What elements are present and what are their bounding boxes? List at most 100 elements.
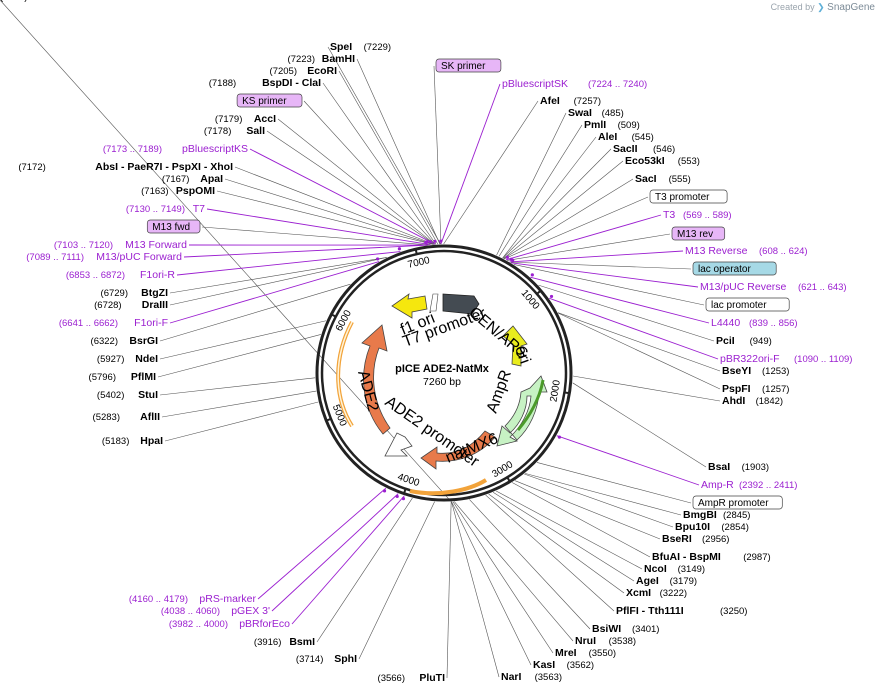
enzyme-site-btgzi[interactable]: BtgZI(6729) <box>101 287 169 299</box>
enzyme-site-stui[interactable]: StuI(5402) <box>97 389 158 401</box>
enzyme-site-ahdi[interactable]: AhdI(1842) <box>722 395 783 407</box>
feature-cen-ars[interactable] <box>442 293 480 315</box>
feature-tag-m13-rev[interactable]: M13 rev <box>671 226 726 241</box>
label-name-draiii: DraIII <box>142 299 168 311</box>
primer-site-marker-amp-r <box>557 435 561 439</box>
enzyme-site-kasi[interactable]: KasI(3562) <box>533 659 594 671</box>
enzyme-site-sfoi[interactable]: SfoI(3564) <box>0 0 27 3</box>
enzyme-site-saci[interactable]: SacI(555) <box>635 173 691 185</box>
leader-pflfi-tth111i <box>485 494 615 612</box>
feature-tag-ks-primer[interactable]: KS primer <box>236 93 303 108</box>
primer-t3[interactable]: T3(569 .. 589) <box>663 209 732 221</box>
enzyme-site-nrui[interactable]: NruI(3538) <box>575 635 636 647</box>
enzyme-site-bfuai-bspmi[interactable]: BfuAI - BspMI(2987) <box>652 551 771 563</box>
tick-label-2000: 2000 <box>548 379 562 403</box>
primer-pbr322ori-f[interactable]: pBR322ori-F(1090 .. 1109) <box>720 353 852 365</box>
enzyme-site-eco53ki[interactable]: Eco53kI(553) <box>625 155 700 167</box>
label-position-bamhi: (7223) <box>288 54 315 65</box>
enzyme-site-bsai[interactable]: BsaI(1903) <box>708 461 769 473</box>
label-name-xcmi: XcmI <box>626 587 651 599</box>
enzyme-site-xcmi[interactable]: XcmI(3222) <box>626 587 687 599</box>
primer-pgex-3[interactable]: pGEX 3'(4038 .. 4060) <box>161 605 270 617</box>
feature-tag-lac-operator[interactable]: lac operator <box>692 261 777 276</box>
enzyme-site-bsiwi[interactable]: BsiWI(3401) <box>592 623 659 635</box>
label-position-bfuai-bspmi: (2987) <box>743 552 770 563</box>
primer-m13-forward[interactable]: M13 Forward(7103 .. 7120) <box>54 239 187 251</box>
enzyme-site-pluti[interactable]: PluTI(3566) <box>378 672 446 684</box>
enzyme-site-sali[interactable]: SalI(7178) <box>204 125 265 137</box>
enzyme-site-pmli[interactable]: PmlI(509) <box>584 119 640 131</box>
enzyme-site-absi-paer7i-pspxi-xhoi[interactable]: AbsI - PaeR7I - PspXI - XhoI(7172) <box>18 161 233 173</box>
enzyme-site-ecori[interactable]: EcoRI(7205) <box>270 65 338 77</box>
enzyme-site-bspdi-clai[interactable]: BspDI - ClaI(7188) <box>209 77 321 89</box>
enzyme-site-mrei[interactable]: MreI(3550) <box>555 647 616 659</box>
feature-tag-sk-primer[interactable]: SK primer <box>435 58 502 73</box>
enzyme-site-nari[interactable]: NarI(3563) <box>501 671 562 683</box>
enzyme-site-bpu10i[interactable]: Bpu10I(2854) <box>675 521 749 533</box>
enzyme-site-ndei[interactable]: NdeI(5927) <box>97 353 158 365</box>
label-name-ndei: NdeI <box>135 353 158 365</box>
leader-ndei <box>159 320 327 360</box>
feature-ade2[interactable] <box>361 324 391 435</box>
label-position-pflfi-tth111i: (3250) <box>720 606 747 617</box>
enzyme-site-acci[interactable]: AccI(7179) <box>215 113 276 125</box>
leader-m13-puc-forward <box>183 244 427 258</box>
enzyme-site-draiii[interactable]: DraIII (6728) <box>94 299 168 311</box>
feature-tag-m13-fwd[interactable]: M13 fwd <box>146 219 201 234</box>
enzyme-site-swai[interactable]: SwaI(485) <box>568 107 624 119</box>
primer-pbluescriptks[interactable]: pBluescriptKS(7173 .. 7189) <box>103 143 248 155</box>
primer-pbrforeco[interactable]: pBRforEco(3982 .. 4000) <box>169 618 290 630</box>
primer-amp-r[interactable]: Amp-R(2392 .. 2411) <box>701 479 797 491</box>
enzyme-site-hpai[interactable]: HpaI(5183) <box>102 435 163 447</box>
enzyme-site-bsmi[interactable]: BsmI(3916) <box>254 636 315 648</box>
enzyme-site-pflfi-tth111i[interactable]: PflFI - Tth111I(3250) <box>616 605 747 617</box>
enzyme-site-sphi[interactable]: SphI(3714) <box>296 653 357 665</box>
enzyme-site-alei[interactable]: AleI(545) <box>598 131 654 143</box>
leader-aflii <box>161 390 317 418</box>
enzyme-site-agei[interactable]: AgeI(3179) <box>636 575 697 587</box>
enzyme-site-spei[interactable]: SpeI(7229) <box>330 41 391 53</box>
leader-bpu10i <box>524 473 674 528</box>
primer-m13-puc-reverse[interactable]: M13/pUC Reverse(621 .. 643) <box>700 281 847 293</box>
leader-agei <box>492 492 635 582</box>
enzyme-site-pspomi[interactable]: PspOMI(7163) <box>141 185 215 197</box>
enzyme-site-bseri[interactable]: BseRI(2956) <box>662 533 729 545</box>
feature-tag-lac-promoter[interactable]: lac promoter <box>705 297 790 312</box>
primer-t7[interactable]: T7(7130 .. 7149) <box>126 203 205 215</box>
feature-tag-ampr-promoter[interactable]: AmpR promoter <box>692 495 783 510</box>
tag-box-m13-rev <box>671 226 726 241</box>
feature-f1-ori[interactable] <box>391 293 428 319</box>
enzyme-site-afei[interactable]: AfeI(7257) <box>540 95 601 107</box>
leader-ampr-promoter <box>536 462 692 504</box>
enzyme-site-aflii[interactable]: AflII(5283) <box>93 411 161 423</box>
enzyme-site-pspfi[interactable]: PspFI(1257) <box>722 383 789 395</box>
feature-t7-promoter[interactable] <box>429 293 439 312</box>
primer-m13-reverse[interactable]: M13 Reverse(608 .. 624) <box>685 245 808 257</box>
enzyme-site-sacii[interactable]: SacII(546) <box>613 143 675 155</box>
tick-label-3000: 3000 <box>490 459 515 480</box>
primer-prs-marker[interactable]: pRS-marker(4160 .. 4179) <box>129 593 257 605</box>
enzyme-site-bmgbi[interactable]: BmgBI(2845) <box>683 509 750 521</box>
tick-label-6000: 6000 <box>334 308 354 333</box>
enzyme-site-ncoi[interactable]: NcoI(3149) <box>644 563 705 575</box>
feature-natmx6[interactable] <box>420 430 496 470</box>
label-name-f1ori-r: F1ori-R <box>140 269 175 281</box>
feature-ade2-promoter[interactable] <box>384 432 413 457</box>
primer-f1ori-r[interactable]: F1ori-R(6853 .. 6872) <box>66 269 176 281</box>
enzyme-site-bseyi[interactable]: BseYI(1253) <box>722 365 789 377</box>
primer-site-marker-pbluescriptsk <box>439 239 443 243</box>
primer-f1ori-f[interactable]: F1ori-F(6641 .. 6662) <box>59 317 168 329</box>
label-position-draiii: (6728) <box>94 300 121 311</box>
enzyme-site-pcii[interactable]: PciI(949) <box>716 335 772 347</box>
feature-ori[interactable] <box>502 325 528 367</box>
enzyme-site-apai[interactable]: ApaI(7167) <box>162 173 223 185</box>
leader-bsmi <box>316 497 413 643</box>
primer-l4440[interactable]: L4440(839 .. 856) <box>711 317 798 329</box>
primer-m13-puc-forward[interactable]: M13/pUC Forward(7089 .. 7111) <box>26 251 182 263</box>
enzyme-site-bsrgi[interactable]: BsrGI(6322) <box>91 335 159 347</box>
enzyme-site-pflmi[interactable]: PflMI(5796) <box>89 371 157 383</box>
primer-pbluescriptsk[interactable]: pBluescriptSK(7224 .. 7240) <box>502 78 647 90</box>
label-position-pmli: (509) <box>618 120 640 131</box>
feature-tag-t3-promoter[interactable]: T3 promoter <box>649 189 728 204</box>
enzyme-site-bamhi[interactable]: BamHI(7223) <box>288 53 356 65</box>
